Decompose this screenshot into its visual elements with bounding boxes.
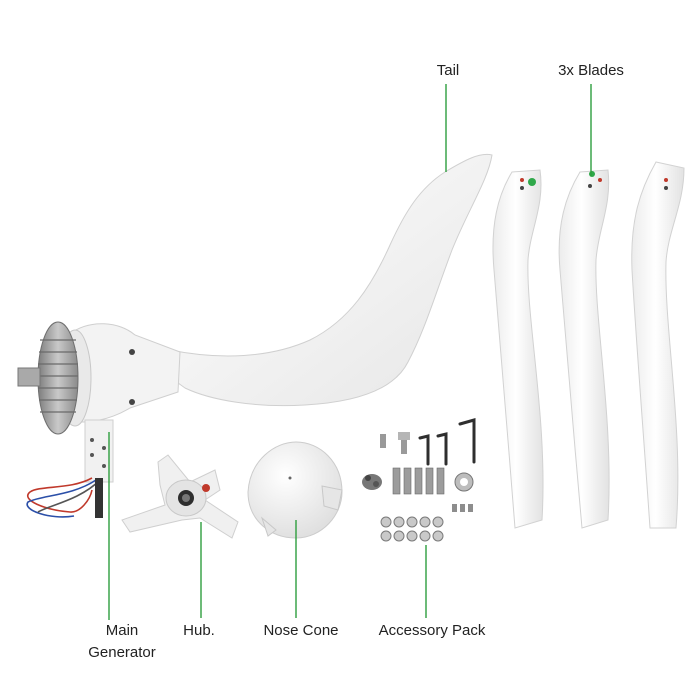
nose-cone-part bbox=[247, 441, 343, 539]
main-generator-label-line2: Generator bbox=[88, 644, 156, 661]
accessory-pack-label: Accessory Pack bbox=[378, 622, 486, 639]
blade-1 bbox=[492, 169, 544, 529]
nose-cone-label: Nose Cone bbox=[263, 622, 339, 639]
hub-label: Hub. bbox=[183, 622, 215, 639]
blade-3 bbox=[631, 161, 685, 529]
main-generator-label-line1: Main bbox=[105, 622, 139, 639]
blades-label: 3x Blades bbox=[558, 62, 624, 79]
hub-part bbox=[121, 454, 239, 539]
tail-part bbox=[159, 153, 493, 407]
main-generator-label: Main Generator bbox=[62, 620, 182, 664]
main-generator-part bbox=[17, 321, 181, 518]
tail-label: Tail bbox=[436, 62, 460, 79]
blades-part bbox=[492, 161, 685, 529]
leader-lines bbox=[108, 84, 592, 620]
accessory-pack-part bbox=[362, 418, 476, 542]
blade-2 bbox=[558, 169, 610, 529]
